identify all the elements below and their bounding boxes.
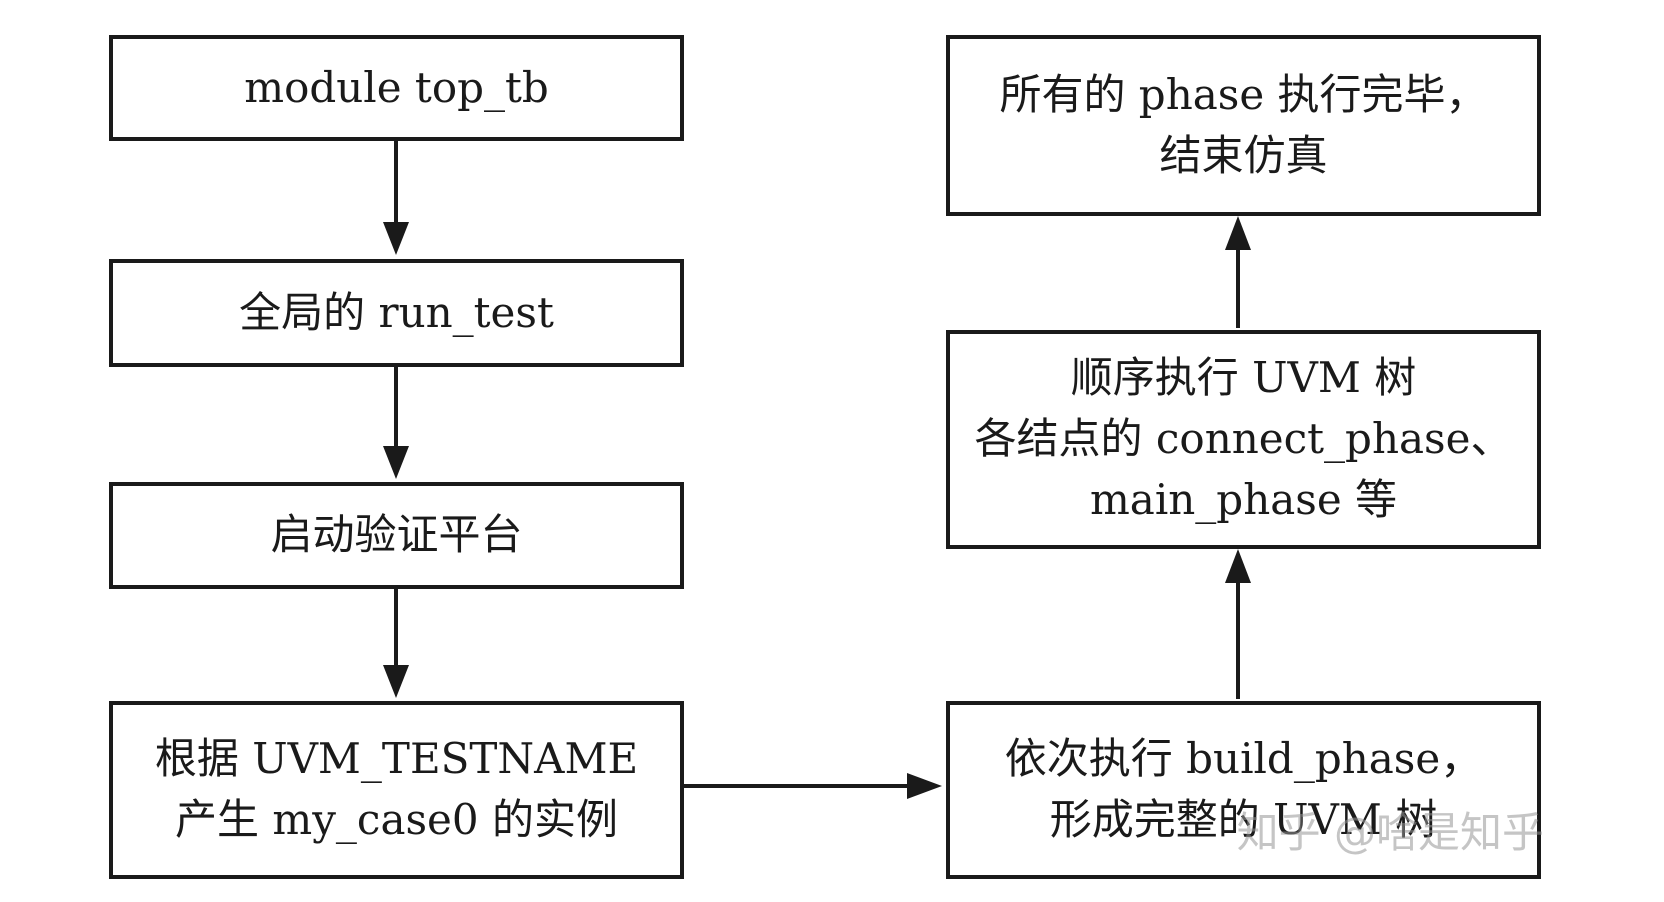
node-module-top-tb: module top_tb xyxy=(109,35,684,141)
node-label-line-3: main_phase 等 xyxy=(1089,474,1398,524)
edge-other-phases-to-finish xyxy=(1225,216,1251,328)
node-other-phases: 顺序执行 UVM 树 各结点的 connect_phase、 main_phas… xyxy=(946,330,1541,549)
node-label-line-1: 顺序执行 UVM 树 xyxy=(1070,353,1417,403)
edge-build-phase-to-other-phases xyxy=(1225,549,1251,699)
node-start-platform: 启动验证平台 xyxy=(109,482,684,589)
node-label-line-1: 根据 UVM_TESTNAME xyxy=(154,734,639,784)
node-label-line-2: 各结点的 connect_phase、 xyxy=(974,414,1513,464)
node-label: module top_tb xyxy=(244,62,549,112)
node-label-line-2: 形成完整的 UVM 树 xyxy=(1049,795,1438,844)
node-finish: 所有的 phase 执行完毕， 结束仿真 xyxy=(946,35,1541,216)
watermark: 知乎 @啥是知乎 xyxy=(1236,808,1544,857)
node-build-phase: 依次执行 build_phase， 形成完整的 UVM 树 xyxy=(946,701,1541,879)
edge-start-platform-to-create-case xyxy=(383,589,409,698)
node-label: 全局的 run_test xyxy=(239,287,554,337)
node-label-line-1: 依次执行 build_phase， xyxy=(1004,734,1483,784)
node-label-line-2: 结束仿真 xyxy=(1159,130,1328,180)
edge-create-case-to-build-phase xyxy=(684,773,942,799)
edge-top-tb-to-run-test xyxy=(383,141,409,255)
node-create-case: 根据 UVM_TESTNAME 产生 my_case0 的实例 xyxy=(109,701,684,879)
edge-run-test-to-start-platform xyxy=(383,367,409,479)
node-label: 启动验证平台 xyxy=(270,510,523,560)
node-label-line-2: 产生 my_case0 的实例 xyxy=(175,795,618,844)
node-label-line-1: 所有的 phase 执行完毕， xyxy=(999,69,1488,119)
node-global-run-test: 全局的 run_test xyxy=(109,259,684,367)
